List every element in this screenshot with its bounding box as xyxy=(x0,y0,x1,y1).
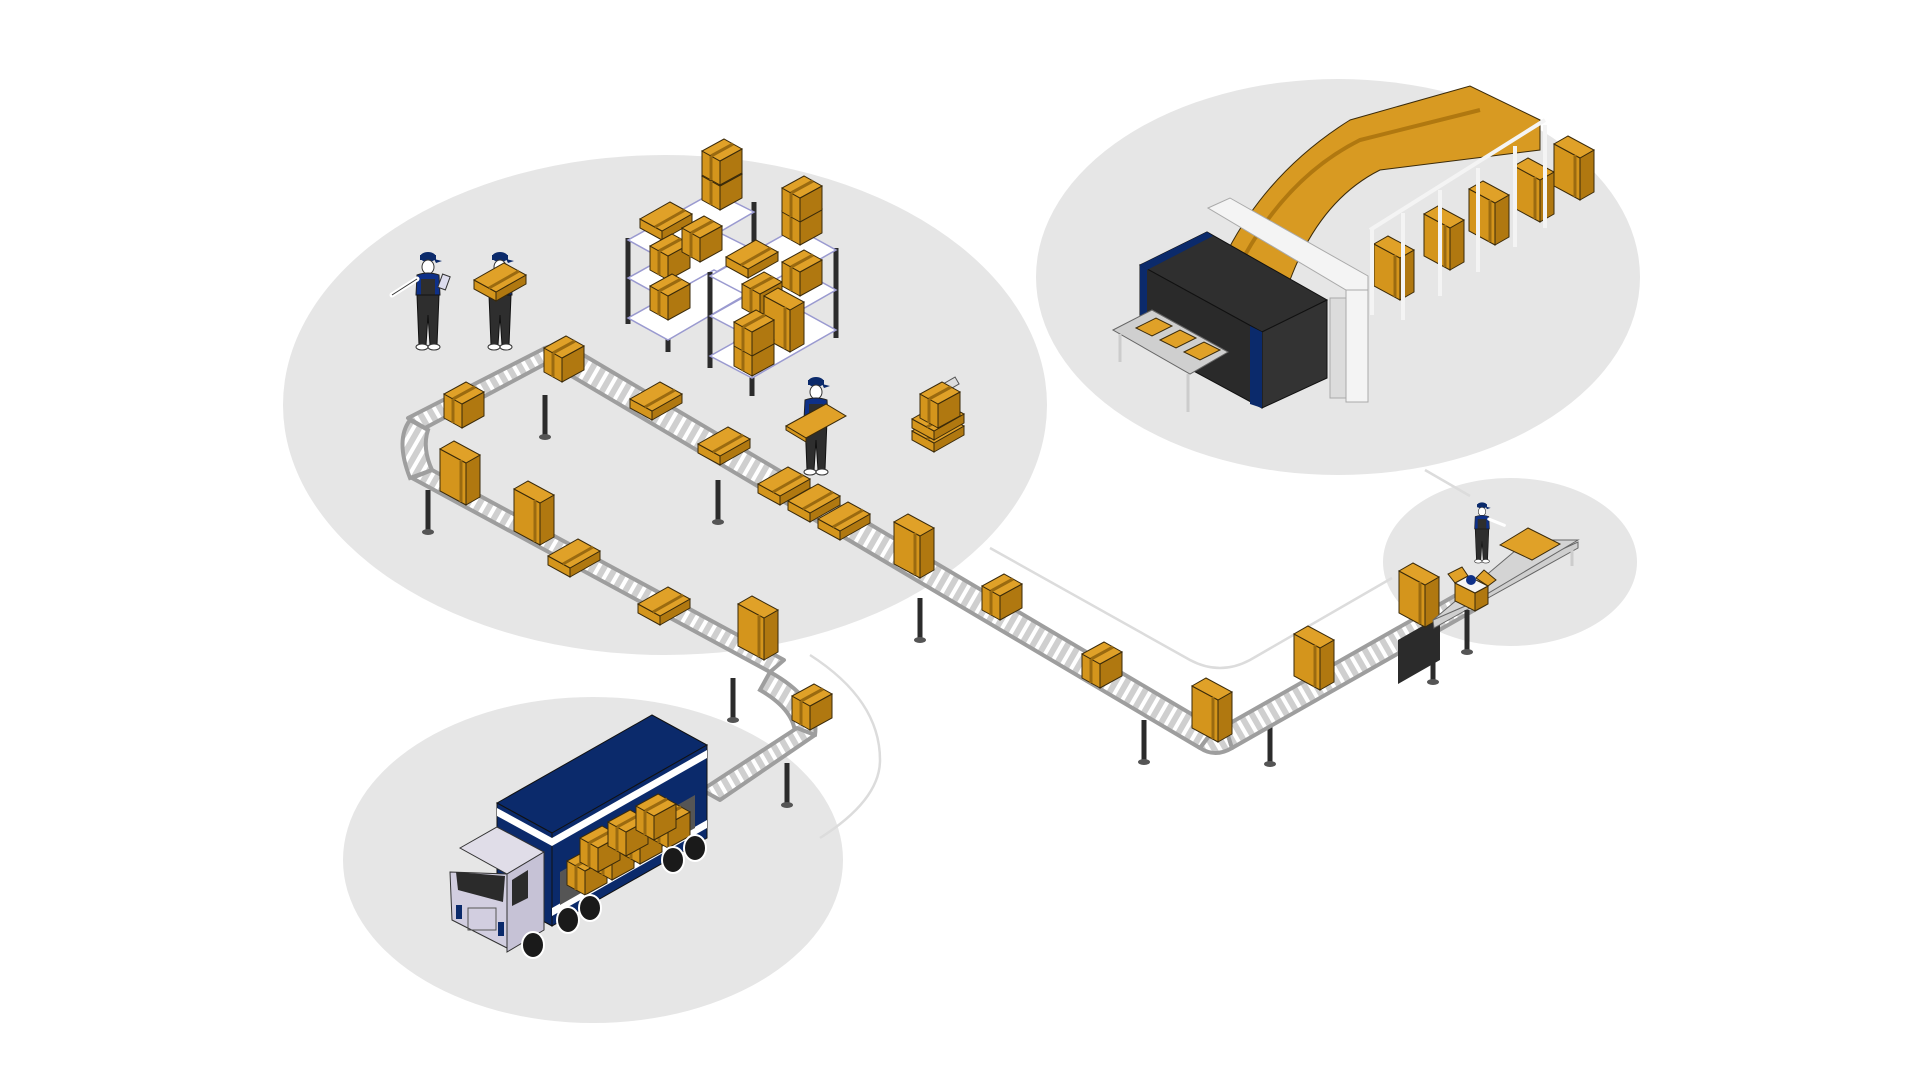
connector-storage-to-packing xyxy=(989,546,1393,670)
conveyor-leg xyxy=(1138,720,1150,765)
truck-wheels xyxy=(521,834,707,959)
truck-windshield xyxy=(456,872,505,902)
truck-side-window xyxy=(512,870,528,906)
connector-sorting-to-packing xyxy=(1424,468,1471,498)
sorting-machine xyxy=(1111,85,1596,412)
worker-carrying-flat-box xyxy=(784,376,848,476)
box xyxy=(1292,624,1336,692)
worker-pointing xyxy=(389,251,451,351)
conveyor-stand xyxy=(1398,616,1440,684)
conveyor-curve-left xyxy=(400,417,435,481)
delivery-truck xyxy=(449,714,709,959)
conveyor-leg xyxy=(727,678,739,723)
box-chute xyxy=(1227,85,1541,281)
flow-connector-lines xyxy=(809,468,1471,840)
packing-station xyxy=(1432,502,1580,655)
storage-shelving xyxy=(625,137,839,396)
open-box-being-packed xyxy=(1447,566,1497,612)
connector-storage-to-shipping xyxy=(809,653,882,840)
weighing-scale-with-boxes xyxy=(910,376,966,454)
conveyor-leg xyxy=(914,598,926,643)
truck-cab-side xyxy=(506,851,545,953)
worker-packing xyxy=(1474,502,1506,564)
workers xyxy=(389,251,848,476)
flat-cardboard-sheet xyxy=(1498,527,1562,561)
